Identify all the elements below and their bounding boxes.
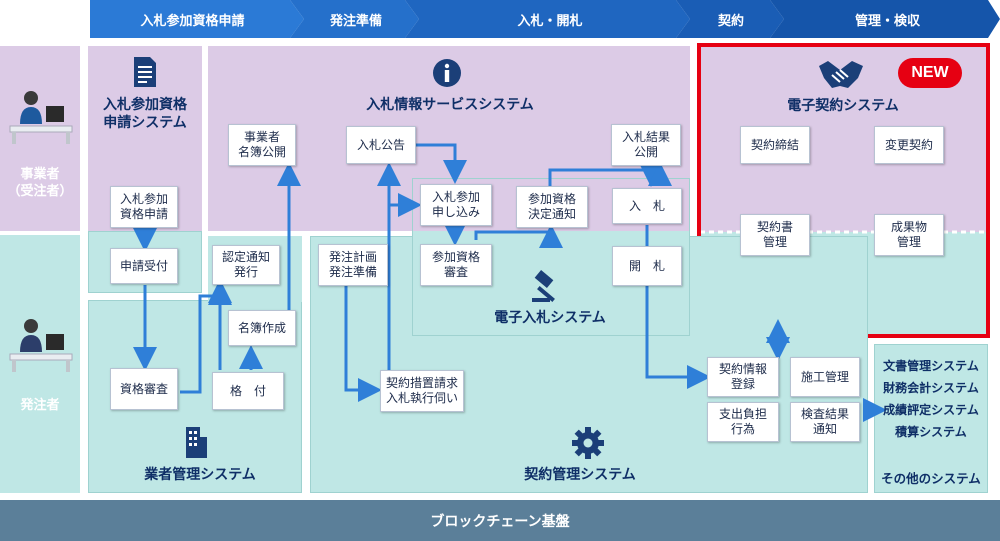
gavel-icon bbox=[532, 270, 555, 302]
box-contract-request: 契約措置請求 入札執行伺い bbox=[380, 370, 464, 412]
box-cert-notice: 認定通知 発行 bbox=[212, 245, 280, 285]
orderer-desk-icon bbox=[9, 319, 73, 372]
box-inspection: 検査結果 通知 bbox=[790, 402, 860, 442]
info-icon bbox=[433, 59, 461, 87]
handshake-icon bbox=[819, 61, 863, 88]
other-system-item: 財務会計システム bbox=[883, 381, 979, 395]
document-icon bbox=[134, 57, 156, 87]
qualification-system-title: 入札参加資格 申請システム bbox=[103, 96, 187, 130]
box-qual-review: 資格審査 bbox=[110, 368, 178, 410]
box-deliverables: 成果物 管理 bbox=[874, 214, 944, 256]
box-apply-receipt: 申請受付 bbox=[110, 248, 178, 284]
box-contract-conclude: 契約締結 bbox=[740, 126, 810, 164]
e-contract-system-title: 電子契約システム bbox=[787, 97, 899, 113]
phase-bidding: 入札・開札 bbox=[517, 12, 583, 28]
box-expenditure: 支出負担 行為 bbox=[707, 402, 779, 442]
box-contract-docs: 契約書 管理 bbox=[740, 214, 810, 256]
phase-contract: 契約 bbox=[717, 12, 744, 28]
other-system-item: 成績評定システム bbox=[883, 403, 979, 417]
other-system-item: 積算システム bbox=[895, 425, 967, 439]
box-registry-create: 名簿作成 bbox=[228, 310, 296, 346]
contractor-label: 事業者 （受注者） bbox=[7, 166, 73, 198]
e-bidding-system-title: 電子入札システム bbox=[494, 309, 606, 325]
other-system-item: 文書管理システム bbox=[883, 359, 979, 373]
vendor-mgmt-system-title: 業者管理システム bbox=[144, 466, 256, 482]
phase-management: 管理・検収 bbox=[854, 12, 920, 28]
box-contract-change: 変更契約 bbox=[874, 126, 944, 164]
gear-icon bbox=[572, 427, 604, 459]
contract-mgmt-system-title: 契約管理システム bbox=[524, 466, 636, 482]
phase-qualification: 入札参加資格申請 bbox=[140, 12, 245, 28]
contractor-desk-icon bbox=[9, 91, 73, 144]
building-icon bbox=[186, 427, 207, 458]
box-contract-info: 契約情報 登録 bbox=[707, 357, 779, 397]
box-bid-apply: 入札参加 申し込み bbox=[420, 184, 492, 226]
box-qual-decision: 参加資格 決定通知 bbox=[516, 186, 588, 228]
box-bid-result: 入札結果 公開 bbox=[611, 124, 681, 166]
box-bid-review: 参加資格 審査 bbox=[420, 244, 492, 286]
box-bid-notice: 入札公告 bbox=[346, 126, 416, 164]
other-systems-title: その他のシステム bbox=[881, 472, 981, 486]
phase-order-prep: 発注準備 bbox=[329, 12, 382, 28]
blockchain-footer: ブロックチェーン基盤 bbox=[0, 500, 1000, 541]
box-rating: 格 付 bbox=[212, 372, 284, 410]
box-order-plan: 発注計画 発注準備 bbox=[318, 244, 388, 286]
phase-header bbox=[90, 0, 1000, 38]
box-opening: 開 札 bbox=[612, 246, 682, 286]
orderer-label: 発注者 bbox=[20, 397, 60, 412]
new-badge: NEW bbox=[898, 58, 962, 88]
bid-info-system-title: 入札情報サービスシステム bbox=[366, 96, 534, 112]
box-qual-apply: 入札参加 資格申請 bbox=[110, 186, 178, 228]
box-construction: 施工管理 bbox=[790, 357, 860, 397]
box-registry-publish: 事業者 名簿公開 bbox=[228, 124, 296, 166]
box-bid: 入 札 bbox=[612, 188, 682, 224]
